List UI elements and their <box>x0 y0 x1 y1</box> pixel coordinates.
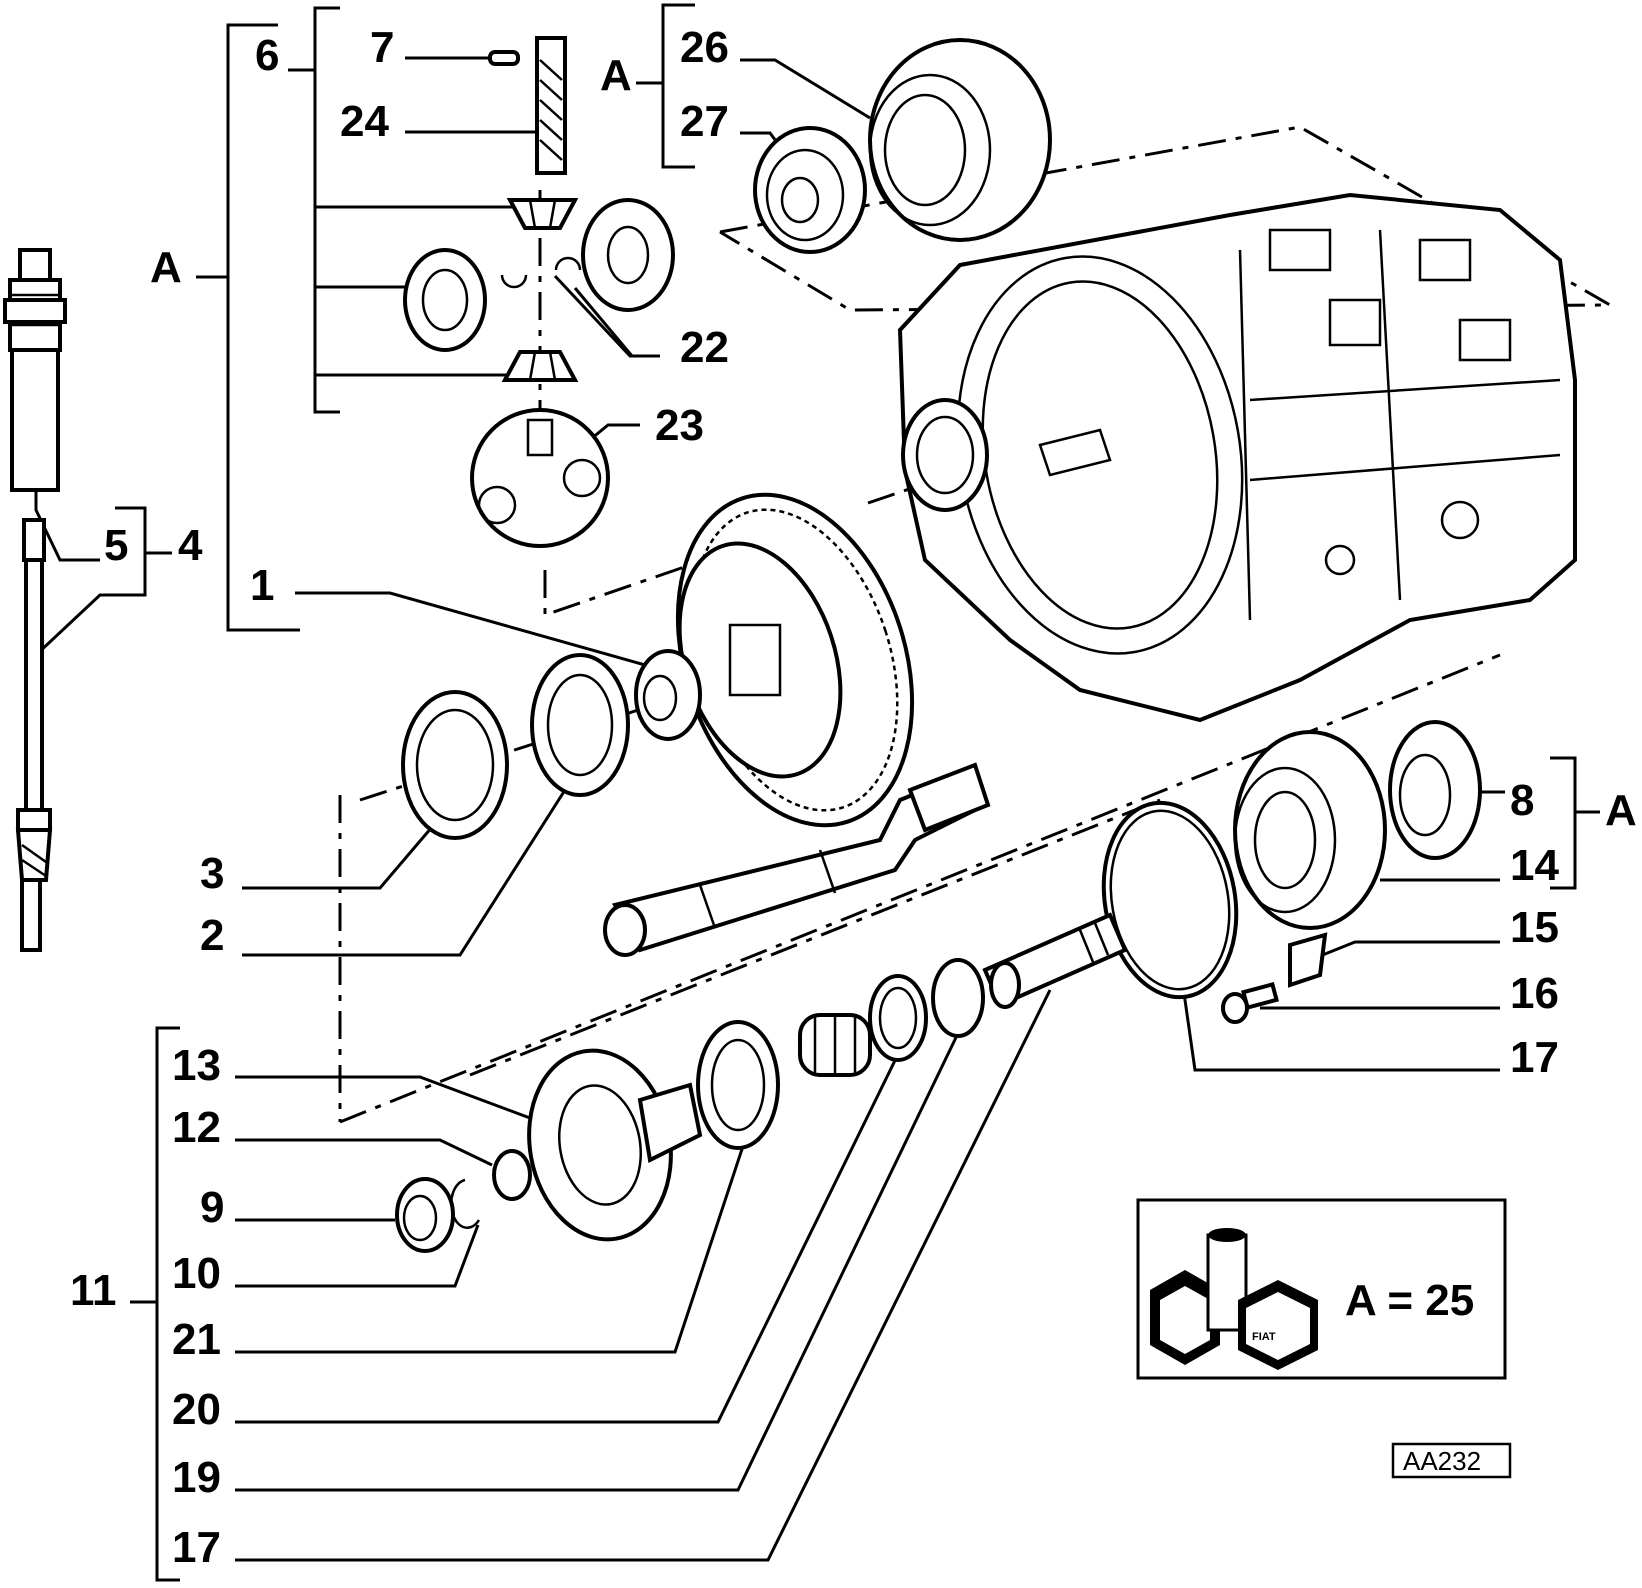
label-a-right: A <box>1605 786 1637 835</box>
side-gear-left <box>403 248 487 352</box>
label-2: 2 <box>200 911 224 960</box>
label-11: 11 <box>70 1266 117 1315</box>
spring-18 <box>798 1013 872 1077</box>
label-7: 7 <box>370 23 394 72</box>
label-19: 19 <box>172 1453 221 1502</box>
label-12: 12 <box>172 1103 221 1152</box>
bolt-16 <box>1221 981 1280 1024</box>
label-14: 14 <box>1510 841 1559 890</box>
label-16: 16 <box>1510 969 1559 1018</box>
bracket-11 <box>130 1026 180 1582</box>
plate-15 <box>1288 932 1328 988</box>
label-5: 5 <box>104 521 128 570</box>
label-10: 10 <box>172 1249 221 1298</box>
label-9: 9 <box>200 1183 224 1232</box>
label-13: 13 <box>172 1041 221 1090</box>
label-17-right: 17 <box>1510 1033 1559 1082</box>
kit-equation: A = 25 <box>1345 1276 1474 1325</box>
side-gear-right <box>581 198 675 312</box>
speedometer-shaft <box>3 248 67 952</box>
diff-housing-23 <box>470 408 610 548</box>
label-23: 23 <box>655 401 704 450</box>
label-20: 20 <box>172 1385 221 1434</box>
synchro-14 <box>1233 730 1387 930</box>
kit-brand: FIAT <box>1252 1331 1276 1343</box>
leaders-bottom-left <box>235 989 1052 1562</box>
bearing-27 <box>753 126 867 254</box>
shaft-24 <box>535 36 567 175</box>
input-shaft <box>603 762 991 957</box>
cover-13 <box>527 1048 703 1242</box>
label-21: 21 <box>172 1315 221 1364</box>
label-22: 22 <box>680 323 729 372</box>
label-3: 3 <box>200 849 224 898</box>
label-26: 26 <box>680 23 729 72</box>
bracket-a-right <box>1380 756 1600 890</box>
gearbox-housing <box>897 192 1577 723</box>
synchro-19 <box>931 958 985 1038</box>
bearing-2 <box>530 653 630 797</box>
planet-gear-bottom <box>501 350 579 382</box>
pinion-shaft <box>982 912 1128 1009</box>
bracket-a-left <box>196 23 300 632</box>
label-15: 15 <box>1510 903 1559 952</box>
label-27: 27 <box>680 97 729 146</box>
bracket-6 <box>288 6 520 414</box>
ring-gear-1 <box>634 492 915 828</box>
label-4: 4 <box>178 521 203 570</box>
shim-3 <box>401 690 509 840</box>
bracket-4-5 <box>34 488 172 657</box>
reference-code: AA232 <box>1403 1446 1481 1476</box>
label-a-top: A <box>600 51 632 100</box>
reference-code-box: AA232 <box>1391 1442 1512 1479</box>
clip-12 <box>492 1149 532 1201</box>
washer-22b <box>554 256 582 271</box>
label-17-bottom: 17 <box>172 1523 221 1572</box>
lubricant-can-icon: FIAT <box>1150 1228 1318 1370</box>
washer-22a <box>500 274 528 289</box>
gasket-17 <box>1101 800 1239 1000</box>
label-8: 8 <box>1510 776 1534 825</box>
planet-gear-top <box>506 198 579 230</box>
label-24: 24 <box>340 97 389 146</box>
synchro-26 <box>868 38 1052 242</box>
ring-10 <box>449 1178 481 1230</box>
pin-7 <box>488 50 520 66</box>
ring-20 <box>868 974 928 1062</box>
plug-9 <box>395 1177 455 1253</box>
bearing-21 <box>696 1020 780 1150</box>
kit-box: FIAT A = 25 <box>1136 1198 1507 1380</box>
label-1: 1 <box>250 561 274 610</box>
bearing-8 <box>1388 720 1482 860</box>
label-6: 6 <box>255 31 279 80</box>
label-a-left: A <box>150 243 182 292</box>
